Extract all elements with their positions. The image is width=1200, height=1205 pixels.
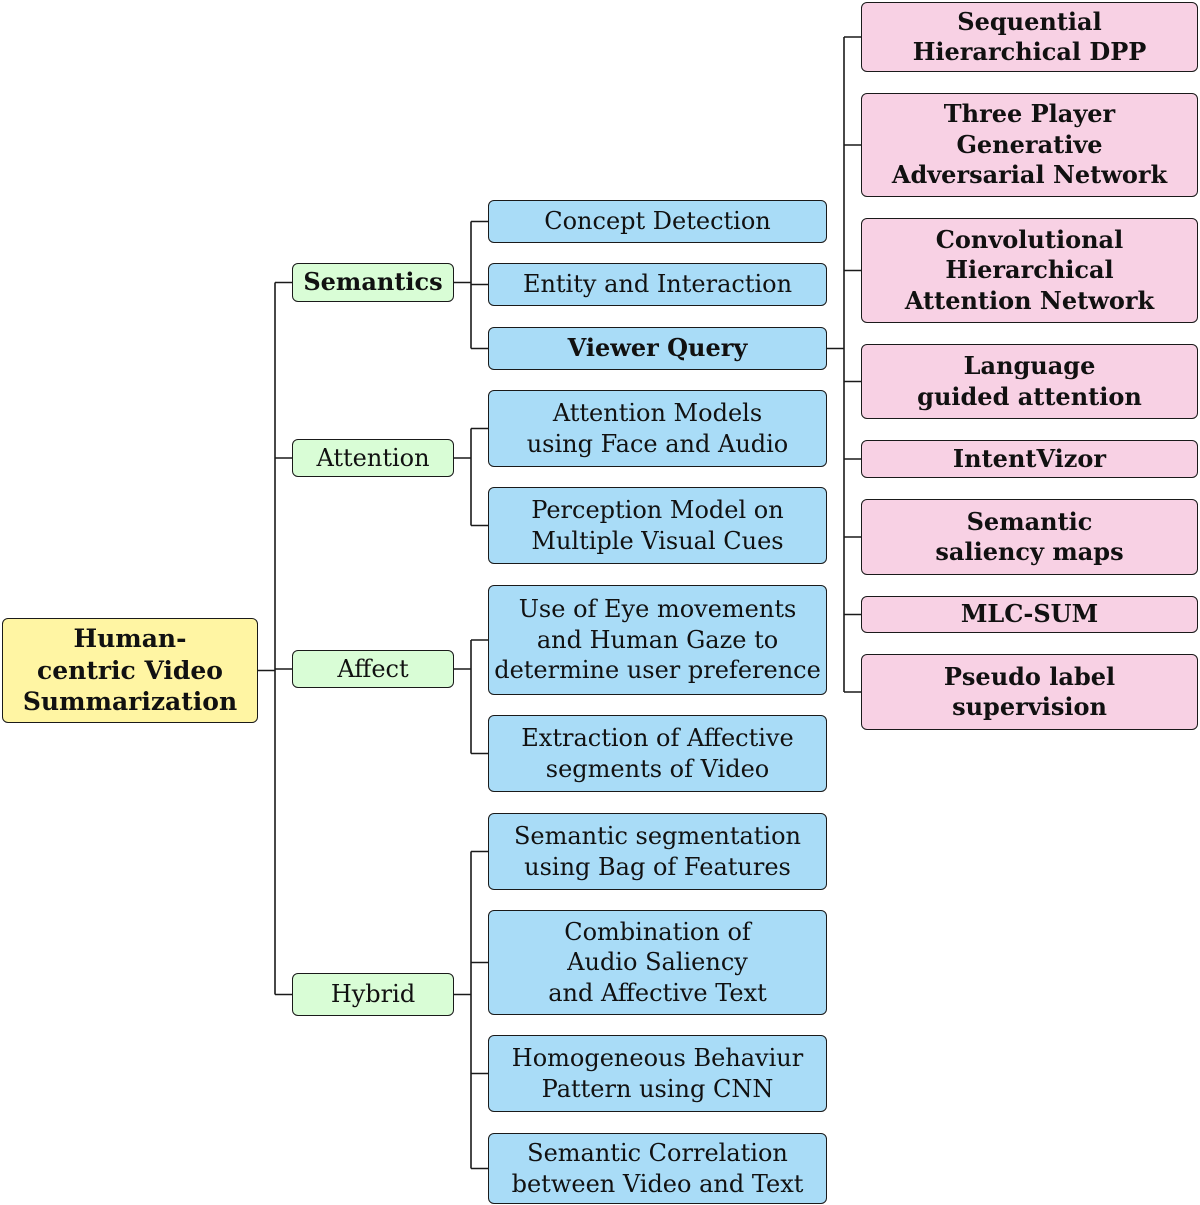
model-line: Language [963,351,1096,381]
method-concept-detection: Concept Detection [488,200,827,243]
model-line: Convolutional [935,224,1124,254]
model-line: Attention Network [904,285,1155,315]
model-line: Generative [956,129,1103,159]
root-node: Human- centric Video Summarization [2,618,258,723]
model-semantic-saliency-maps: Semantic saliency maps [861,499,1198,575]
model-intentvizor: IntentVizor [861,440,1198,478]
model-line: Three Player [943,99,1116,129]
category-attention: Attention [292,439,454,477]
method-eye-movements: Use of Eye movements and Human Gaze to d… [488,585,827,695]
method-perception-model: Perception Model on Multiple Visual Cues [488,487,827,564]
category-hybrid: Hybrid [292,973,454,1016]
method-line: Perception Model on [531,496,784,525]
method-line: Combination of [564,917,751,946]
method-line: between Video and Text [511,1169,804,1198]
model-line: Adversarial Network [891,160,1168,190]
method-line: determine user preference [494,656,821,685]
method-line: Multiple Visual Cues [531,526,784,555]
root-line: Summarization [22,687,238,717]
model-line: Hierarchical [945,255,1114,285]
method-line: Extraction of Affective [521,724,794,753]
method-line: Homogeneous Behaviur [511,1044,804,1073]
model-line: Pseudo label [943,661,1116,691]
method-line: and Human Gaze to [536,625,779,654]
model-three-player-gan: Three Player Generative Adversarial Netw… [861,93,1198,197]
category-label: Attention [316,443,430,472]
model-line: saliency maps [935,537,1124,566]
method-line: Semantic Correlation [527,1139,788,1168]
method-line: Pattern using CNN [541,1074,774,1103]
model-line: Hierarchical DPP [912,37,1147,66]
method-line: Audio Saliency [567,948,748,977]
method-behaviour-pattern: Homogeneous Behaviur Pattern using CNN [488,1035,827,1112]
model-line: IntentVizor [952,443,1107,473]
method-line: using Bag of Features [524,852,791,881]
model-pseudo-label-supervision: Pseudo label supervision [861,654,1198,730]
model-line: Sequential [957,6,1102,36]
category-semantics: Semantics [292,263,454,302]
method-semantic-segmentation: Semantic segmentation using Bag of Featu… [488,813,827,890]
method-audio-saliency: Combination of Audio Saliency and Affect… [488,910,827,1015]
category-label: Affect [337,654,409,683]
method-line: segments of Video [545,754,770,783]
model-line: MLC-SUM [960,599,1099,629]
method-line: Concept Detection [544,207,771,236]
root-line: Human- [73,623,187,653]
method-line: using Face and Audio [526,429,789,458]
model-line: Semantic [966,506,1093,536]
category-label: Hybrid [330,980,416,1009]
method-affective-segments: Extraction of Affective segments of Vide… [488,715,827,792]
model-sequential-dpp: Sequential Hierarchical DPP [861,2,1198,72]
method-semantic-correlation: Semantic Correlation between Video and T… [488,1133,827,1204]
model-convolutional-han: Convolutional Hierarchical Attention Net… [861,218,1198,323]
method-line: and Affective Text [548,978,767,1007]
method-line: Viewer Query [567,333,748,363]
model-line: guided attention [917,381,1142,411]
model-mlc-sum: MLC-SUM [861,596,1198,633]
category-affect: Affect [292,650,454,688]
method-attention-models: Attention Models using Face and Audio [488,390,827,467]
method-line: Attention Models [552,399,763,428]
category-label: Semantics [303,267,443,297]
model-language-guided-attention: Language guided attention [861,344,1198,419]
model-line: supervision [952,692,1107,721]
root-line: centric Video [37,655,223,685]
method-line: Use of Eye movements [518,595,797,624]
method-viewer-query: Viewer Query [488,327,827,370]
method-line: Semantic segmentation [513,822,802,851]
method-line: Entity and Interaction [522,270,793,299]
method-entity-interaction: Entity and Interaction [488,263,827,306]
